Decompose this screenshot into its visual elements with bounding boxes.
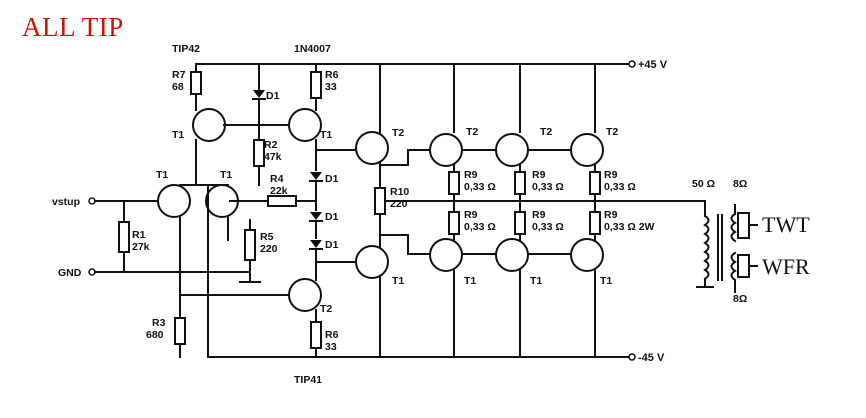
t1-label-a: T1 [172, 129, 184, 141]
vplus-label: +45 V [638, 59, 668, 71]
r6b-label: R6 [325, 329, 339, 341]
output-column-2 [495, 63, 529, 358]
t1-label-c: T1 [156, 169, 168, 181]
tweeter-label: TWT [762, 212, 810, 237]
diagram-title: ALL TIP [22, 12, 124, 42]
t1-label-f: T1 [464, 275, 476, 287]
input-label: vstup [52, 196, 80, 208]
r6a-value: 33 [325, 81, 337, 93]
output-column-3 [570, 63, 604, 358]
t2-label-d: T2 [606, 126, 618, 138]
r10-value: 220 [390, 198, 408, 210]
t1-label-d: T1 [220, 169, 232, 181]
r9-value-b: 0,33 Ω [532, 181, 564, 193]
output-stage [355, 63, 706, 358]
d1-label-c: D1 [325, 211, 339, 223]
t2-label-b: T2 [466, 126, 478, 138]
r9-label-d: R9 [464, 209, 478, 221]
r9-label-f: R9 [604, 209, 618, 221]
r9-value-d: 0,33 Ω [464, 221, 496, 233]
diode-part-label: 1N4007 [294, 43, 331, 55]
t2-label-a: T2 [392, 127, 404, 139]
transformer-primary-label: 50 Ω [692, 178, 715, 190]
d1-label-a: D1 [266, 90, 280, 102]
r9-value-a: 0,33 Ω [464, 181, 496, 193]
r4-label: R4 [270, 173, 284, 185]
t1-label-e: T1 [392, 275, 404, 287]
r9-value-c: 0,33 Ω [604, 181, 636, 193]
r9-label-c: R9 [604, 169, 618, 181]
tip41-label: TIP41 [294, 374, 322, 386]
t1-label-h: T1 [600, 275, 612, 287]
r10-label: R10 [390, 186, 409, 198]
r3-label: R3 [152, 317, 166, 329]
r5-label: R5 [260, 231, 274, 243]
r7-label: R7 [172, 69, 186, 81]
r6b-value: 33 [325, 341, 337, 353]
r3-value: 680 [146, 329, 164, 341]
r1-value: 27k [132, 241, 150, 253]
tweeter-impedance-label: 8Ω [733, 178, 747, 190]
r9-label-e: R9 [532, 209, 546, 221]
r9-value-f: 0,33 Ω 2W [604, 221, 655, 233]
t1-label-b: T1 [320, 129, 332, 141]
r7-value: 68 [172, 81, 184, 93]
d1-label-d: D1 [325, 239, 339, 251]
differential-pair [157, 63, 317, 358]
t2-label-c: T2 [540, 126, 552, 138]
r5-value: 220 [260, 243, 278, 255]
t2-label-driver: T2 [320, 303, 332, 315]
output-column-1 [429, 63, 463, 358]
output-transformer [696, 200, 758, 293]
r1-label: R1 [132, 229, 146, 241]
r9-label-b: R9 [532, 169, 546, 181]
input-section [88, 197, 251, 276]
gnd-label: GND [58, 267, 82, 279]
vminus-label: -45 V [638, 352, 665, 364]
woofer-impedance-label: 8Ω [733, 293, 747, 305]
r9-value-e: 0,33 Ω [532, 221, 564, 233]
t1-label-g: T1 [530, 275, 542, 287]
r2-value: 47k [264, 151, 282, 163]
r2-label: R2 [264, 139, 278, 151]
tip42-label: TIP42 [172, 43, 200, 55]
r4-value: 22k [270, 185, 288, 197]
woofer-label: WFR [762, 254, 810, 279]
d1-label-b: D1 [325, 173, 339, 185]
r9-label-a: R9 [464, 169, 478, 181]
r6a-label: R6 [325, 69, 339, 81]
bias-and-drivers [252, 63, 361, 358]
output-transistor-array [429, 63, 604, 358]
power-rails [195, 60, 636, 361]
component-labels: TIP42 1N4007 TIP41 +45 V -45 V vstup GND… [52, 43, 810, 386]
